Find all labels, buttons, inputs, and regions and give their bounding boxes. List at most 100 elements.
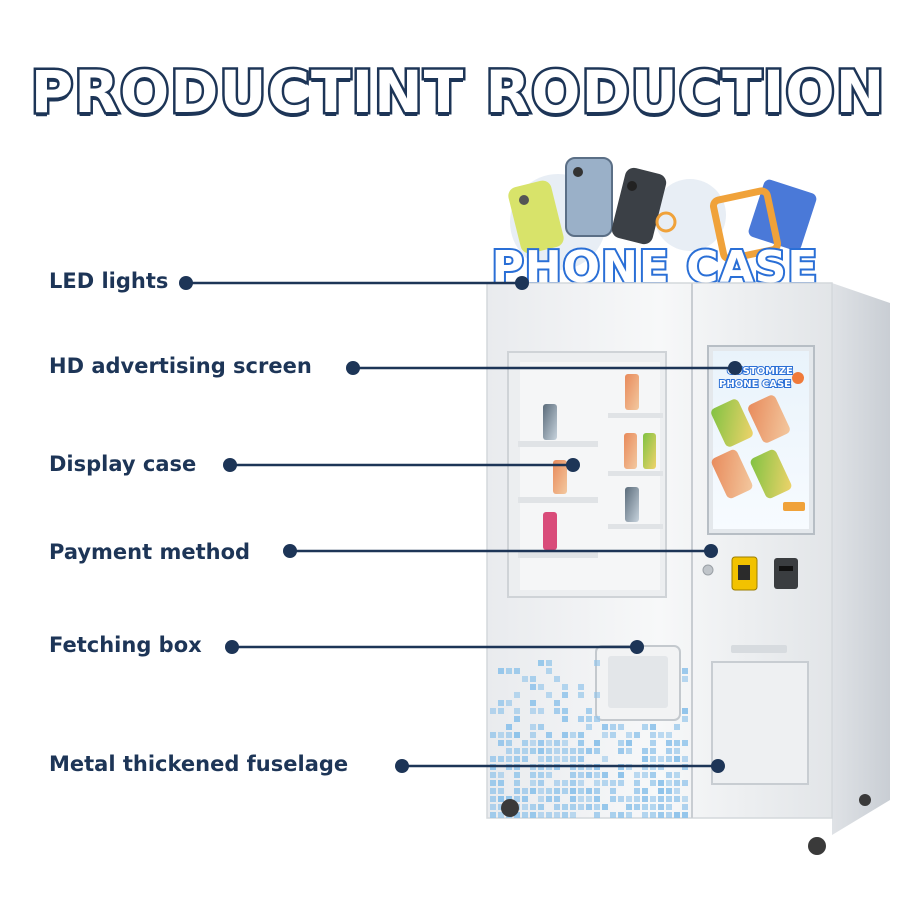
pixel-square: [682, 796, 688, 802]
display-case: [507, 351, 667, 598]
callout-label-fetching-box: Fetching box: [49, 633, 202, 657]
pixel-square: [594, 772, 600, 778]
pixel-square: [538, 780, 544, 786]
pixel-square: [570, 804, 576, 810]
pixel-square: [570, 732, 576, 738]
pixel-square: [634, 732, 640, 738]
pixel-square: [522, 740, 528, 746]
pixel-square: [498, 780, 504, 786]
pixel-square: [546, 740, 552, 746]
pixel-square: [506, 796, 512, 802]
pixel-square: [538, 756, 544, 762]
pixel-square: [546, 660, 552, 666]
pixel-square: [514, 732, 520, 738]
callout-dot-fuselage-end: [711, 759, 725, 773]
pixel-square: [642, 796, 648, 802]
pixel-square: [546, 732, 552, 738]
pixel-square: [682, 676, 688, 682]
pixel-square: [562, 756, 568, 762]
pixel-square: [578, 732, 584, 738]
pixel-square: [666, 812, 672, 818]
pixel-square: [666, 772, 672, 778]
callout-dot-display-case-end: [566, 458, 580, 472]
callout-dot-fetching-box-end: [630, 640, 644, 654]
pixel-square: [674, 780, 680, 786]
pixel-square: [634, 788, 640, 794]
pixel-square: [538, 684, 544, 690]
phone-case-item: [543, 404, 557, 440]
pixel-square: [498, 796, 504, 802]
pixel-square: [578, 692, 584, 698]
pixel-square: [618, 724, 624, 730]
pixel-square: [546, 772, 552, 778]
pixel-square: [554, 708, 560, 714]
pixel-square: [578, 780, 584, 786]
pixel-square: [538, 660, 544, 666]
screen-text-line2: PHONE CASE: [719, 379, 791, 390]
pixel-square: [498, 740, 504, 746]
pixel-square: [498, 732, 504, 738]
pixel-square: [626, 740, 632, 746]
pixel-square: [546, 788, 552, 794]
pixel-square: [514, 748, 520, 754]
pixel-square: [578, 788, 584, 794]
pixel-square: [610, 796, 616, 802]
callout-label-payment-method: Payment method: [49, 540, 251, 564]
pixel-square: [490, 732, 496, 738]
pixel-square: [682, 780, 688, 786]
pixel-square: [514, 708, 520, 714]
pixel-square: [658, 804, 664, 810]
pixel-square: [490, 788, 496, 794]
pixel-square: [538, 724, 544, 730]
phone-case-item: [625, 374, 639, 410]
pixel-square: [642, 804, 648, 810]
pixel-square: [522, 748, 528, 754]
pixel-square: [650, 732, 656, 738]
pixel-square: [674, 788, 680, 794]
pixel-square: [594, 660, 600, 666]
pixel-square: [666, 740, 672, 746]
pixel-square: [570, 788, 576, 794]
fetching-box: [595, 645, 681, 721]
pixel-square: [586, 716, 592, 722]
pixel-square: [570, 780, 576, 786]
pixel-square: [498, 772, 504, 778]
pixel-square: [554, 740, 560, 746]
pixel-square: [594, 748, 600, 754]
pixel-square: [618, 780, 624, 786]
pixel-square: [490, 812, 496, 818]
pixel-square: [666, 788, 672, 794]
pixel-square: [530, 740, 536, 746]
pixel-square: [642, 772, 648, 778]
pixel-square: [682, 716, 688, 722]
pixel-square: [538, 748, 544, 754]
callout-dot-hd-screen-start: [346, 361, 360, 375]
pixel-square: [650, 740, 656, 746]
pixel-square: [506, 756, 512, 762]
pixel-square: [538, 804, 544, 810]
pixel-square: [610, 724, 616, 730]
pixel-square: [594, 780, 600, 786]
pixel-square: [594, 716, 600, 722]
pixel-square: [498, 668, 504, 674]
pixel-square: [562, 788, 568, 794]
pixel-square: [642, 748, 648, 754]
pixel-square: [506, 668, 512, 674]
pixel-square: [666, 796, 672, 802]
pixel-square: [682, 756, 688, 762]
pixel-square: [530, 724, 536, 730]
callout-dot-payment-method-start: [283, 544, 297, 558]
pixel-square: [538, 812, 544, 818]
pixel-square: [674, 740, 680, 746]
pixel-square: [506, 740, 512, 746]
pixel-square: [554, 676, 560, 682]
pixel-square: [602, 756, 608, 762]
pixel-square: [642, 812, 648, 818]
callout-dot-hd-screen-end: [728, 361, 742, 375]
pixel-square: [626, 812, 632, 818]
pixel-square: [530, 748, 536, 754]
pixel-square: [658, 796, 664, 802]
pixel-square: [522, 676, 528, 682]
pixel-square: [530, 684, 536, 690]
